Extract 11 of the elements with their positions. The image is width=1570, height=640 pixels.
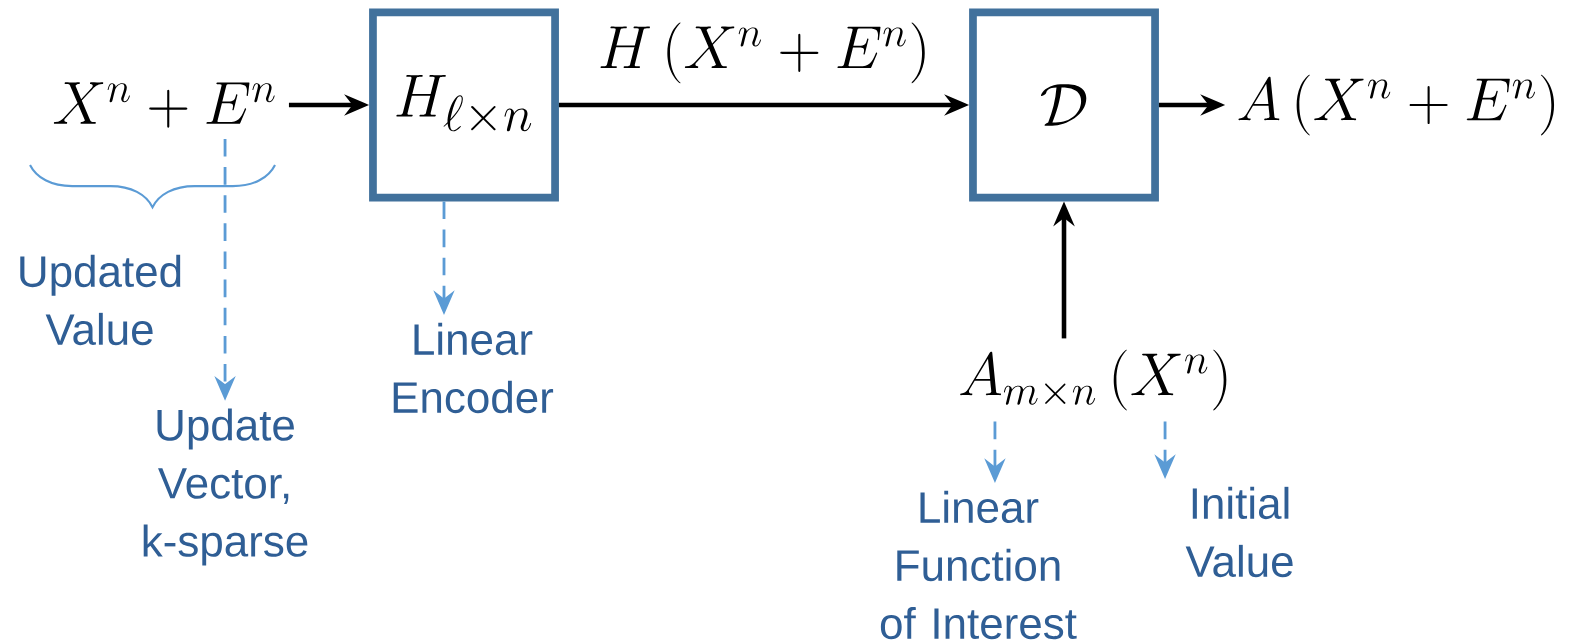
annotation-text: Update Vector, k-sparse	[143, 408, 308, 566]
process-box: $H_{\ell\times n}$	[369, 8, 559, 202]
annotation-text: Linear Encoder	[393, 322, 554, 414]
annotation-text: Updated Value	[20, 254, 181, 346]
formula-text: $A_{m\times n}\left(X^n\right)$	[960, 349, 1227, 411]
annotation-text: Linear Function of Interest	[880, 490, 1077, 640]
formula-text: $X^n + E^n$	[53, 82, 275, 128]
edge-label: $H\left(X^n + E^n\right)$	[600, 22, 925, 84]
process-box: $\mathcal{D}$	[969, 8, 1159, 202]
formula-text: $A\left(X^n + E^n\right)$	[1238, 74, 1555, 136]
annotation-text: Initial Value	[1185, 486, 1293, 578]
